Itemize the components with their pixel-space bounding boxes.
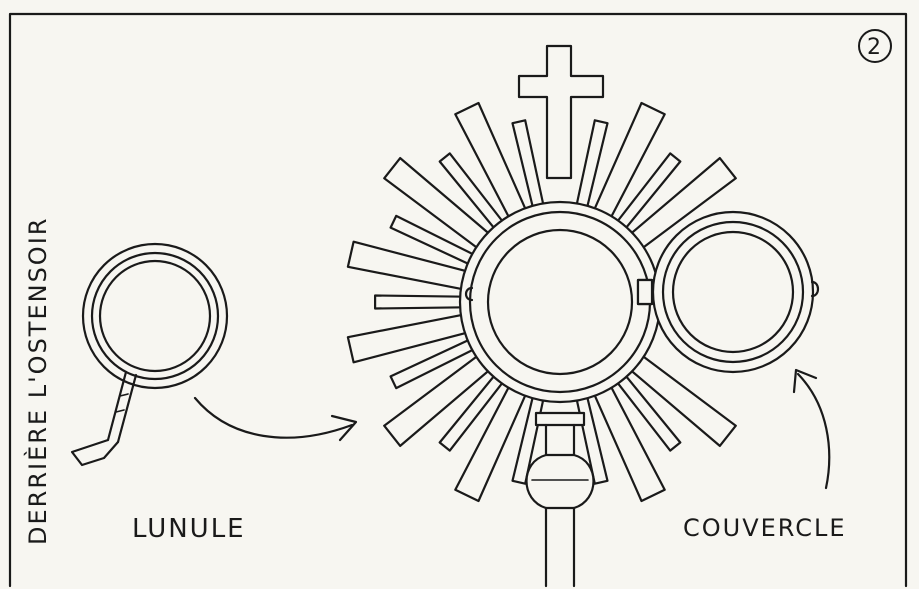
sun-ray: [455, 103, 527, 221]
plate-number: 2: [867, 35, 883, 60]
sun-ray: [513, 120, 545, 210]
arrow-to-couvercle: [794, 370, 829, 488]
arrow-to-monstrance: [195, 398, 356, 440]
sun-ray: [576, 120, 608, 210]
sun-ray: [391, 216, 477, 266]
couvercle-drawing: [638, 212, 818, 372]
side-caption: DERRIÈRE L'OSTENSOIR: [23, 217, 52, 545]
sun-ray: [391, 338, 477, 388]
lunule-drawing: [72, 244, 227, 465]
stem: [527, 413, 594, 586]
sun-ray: [593, 103, 665, 221]
label-couvercle: COUVERCLE: [683, 514, 847, 542]
sun-ray: [348, 242, 470, 290]
plate-number-badge: 2: [859, 30, 891, 62]
label-lunule: LUNULE: [132, 514, 246, 544]
sun-ray: [455, 383, 527, 501]
sun-ray: [593, 383, 665, 501]
sun-ray: [348, 314, 470, 362]
case-outer-ring: [460, 202, 660, 402]
sun-ray: [375, 296, 465, 309]
cross: [519, 46, 603, 178]
